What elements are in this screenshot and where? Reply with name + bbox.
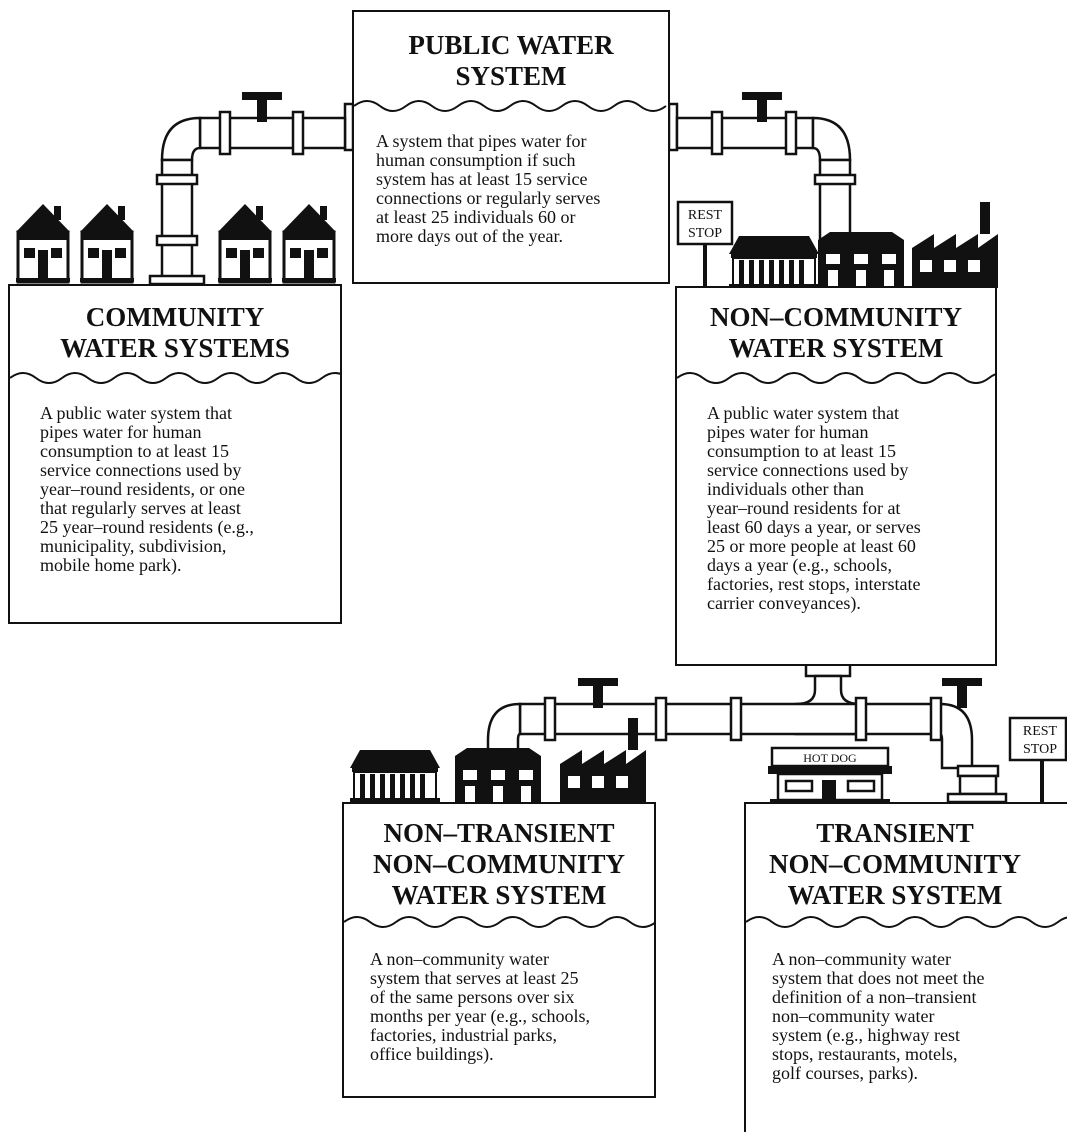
- wave-divider: [344, 916, 654, 928]
- transient-non-community-description: A non–community water system that does n…: [772, 949, 985, 1083]
- hot-dog-sign: HOT DOG: [803, 751, 857, 765]
- transient-non-community-box: TRANSIENT NON–COMMUNITY WATER SYSTEM A n…: [744, 802, 1067, 1132]
- wave-divider: [354, 100, 667, 112]
- rest-stop-sign-2-line-2: STOP: [1023, 742, 1057, 757]
- rest-stop-sign-2: REST STOP: [1008, 716, 1067, 802]
- rest-stop-sign-1-line-2: STOP: [688, 226, 722, 241]
- rest-stop-sign-1-line-1: REST: [688, 208, 723, 223]
- hot-dog-stand: HOT DOG: [768, 746, 892, 802]
- community-water-systems-box: COMMUNITY WATER SYSTEMS A public water s…: [8, 284, 342, 624]
- community-water-systems-description: A public water system that pipes water f…: [40, 403, 254, 575]
- non-community-water-system-title: NON–COMMUNITY WATER SYSTEM: [710, 302, 962, 363]
- non-transient-non-community-box: NON–TRANSIENT NON–COMMUNITY WATER SYSTEM…: [342, 802, 656, 1098]
- non-transient-non-community-title: NON–TRANSIENT NON–COMMUNITY WATER SYSTEM: [373, 818, 625, 910]
- non-community-water-system-box: NON–COMMUNITY WATER SYSTEM A public wate…: [675, 286, 997, 666]
- rest-stop-sign-2-line-1: REST: [1023, 724, 1058, 739]
- wave-divider: [677, 372, 995, 384]
- wave-divider: [746, 916, 1067, 928]
- public-water-system-title: PUBLIC WATER SYSTEM: [408, 30, 614, 91]
- non-community-water-system-description: A public water system that pipes water f…: [707, 403, 921, 613]
- non-transient-non-community-description: A non–community water system that serves…: [370, 949, 590, 1064]
- pipe-public-to-noncommunity: [667, 102, 857, 242]
- public-water-system-description: A system that pipes water for human cons…: [376, 131, 601, 246]
- transient-non-community-title: TRANSIENT NON–COMMUNITY WATER SYSTEM: [769, 818, 1021, 910]
- community-water-systems-title: COMMUNITY WATER SYSTEMS: [60, 302, 290, 363]
- public-water-system-box: PUBLIC WATER SYSTEM A system that pipes …: [352, 10, 670, 284]
- wave-divider: [10, 372, 340, 384]
- noncommunity-buildings: [728, 202, 998, 290]
- pipe-public-to-community: [148, 102, 355, 286]
- rest-stop-sign-1: REST STOP: [676, 200, 734, 286]
